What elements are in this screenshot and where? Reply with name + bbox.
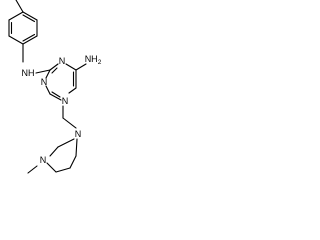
anilino-nh-label: NH [22, 68, 35, 78]
triazine-n2-label: N [41, 77, 48, 87]
bond [51, 67, 58, 74]
tolyl-ring-bonds [8, 0, 38, 63]
bond [57, 138, 75, 148]
bond [62, 117, 77, 129]
bond [65, 63, 77, 71]
structure-diagram: NH2 NH N N N N N [0, 0, 115, 182]
bond [22, 35, 38, 45]
bond [27, 165, 38, 174]
methylene-bonds [62, 105, 77, 129]
bond [49, 146, 59, 157]
bond [45, 69, 51, 79]
piperazine-n1-label: N [75, 129, 82, 139]
molecule-svg: NH2 NH N N N N N [8, 0, 102, 174]
bond [69, 155, 77, 169]
bond [46, 162, 57, 173]
bond [8, 11, 24, 21]
piperazine-n2-label: N [40, 155, 47, 165]
bond [22, 11, 38, 21]
bond [35, 69, 51, 74]
bond [45, 85, 51, 95]
triazine-n1-label: N [59, 56, 66, 66]
bond [75, 63, 87, 71]
triazine-ring-bonds [45, 63, 77, 101]
bond [22, 14, 36, 23]
bond [22, 33, 36, 42]
bond [55, 167, 71, 173]
bond [51, 91, 61, 98]
bond [49, 93, 62, 101]
bond [15, 0, 24, 13]
bond [75, 138, 78, 157]
bond [68, 87, 77, 94]
bond [8, 35, 24, 45]
linker-bonds [35, 69, 51, 74]
bond [49, 63, 59, 71]
amine-nh2-label: NH2 [85, 54, 102, 66]
amine-bonds [75, 63, 87, 71]
triazine-n3-label: N [62, 96, 69, 106]
piperazine-bonds [27, 138, 78, 174]
